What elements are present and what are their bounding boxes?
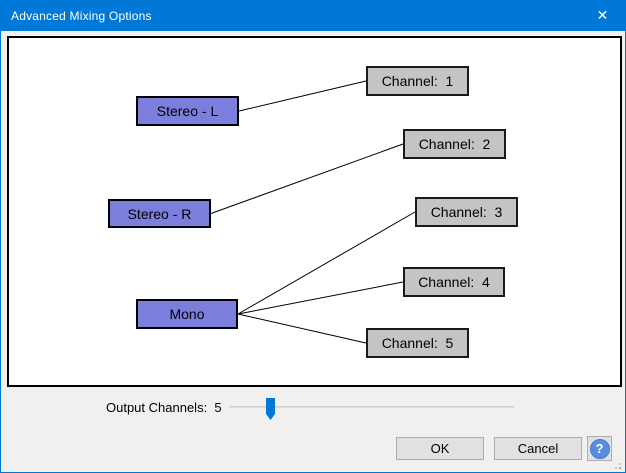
output-channels-label: Output Channels: 5 [106, 400, 222, 415]
close-button[interactable]: ✕ [580, 1, 625, 31]
wire-stereo-l-to-channel-1 [238, 80, 367, 112]
connection-wires [210, 80, 416, 344]
cancel-button[interactable]: Cancel [494, 437, 582, 460]
output-channels-slider[interactable] [229, 395, 514, 423]
mixer-canvas: Stereo - L Stereo - R Mono Channel: 1 Channe… [7, 36, 622, 387]
source-node-stereo-l[interactable]: Stereo - L [136, 96, 239, 126]
resize-grip[interactable] [612, 460, 621, 469]
window-title: Advanced Mixing Options [11, 9, 152, 23]
wire-mono-to-channel-4 [237, 281, 404, 315]
slider-track[interactable] [229, 406, 514, 409]
channel-node-channel-4[interactable]: Channel: 4 [403, 267, 505, 297]
title-bar[interactable]: Advanced Mixing Options ✕ [1, 1, 625, 31]
channel-node-channel-2[interactable]: Channel: 2 [403, 129, 506, 159]
source-node-mono[interactable]: Mono [136, 299, 238, 329]
source-node-stereo-r[interactable]: Stereo - R [108, 199, 211, 228]
wire-mono-to-channel-5 [237, 313, 367, 344]
help-button[interactable]: ? [587, 436, 612, 461]
channel-node-channel-5[interactable]: Channel: 5 [366, 328, 469, 358]
channel-node-channel-1[interactable]: Channel: 1 [366, 66, 469, 96]
wire-mono-to-channel-3 [237, 211, 416, 315]
close-icon: ✕ [596, 8, 609, 24]
channel-node-channel-3[interactable]: Channel: 3 [415, 197, 518, 227]
slider-thumb[interactable] [266, 398, 275, 420]
wire-stereo-r-to-channel-2 [210, 143, 404, 214]
ok-button[interactable]: OK [396, 437, 484, 460]
help-icon: ? [589, 438, 610, 459]
